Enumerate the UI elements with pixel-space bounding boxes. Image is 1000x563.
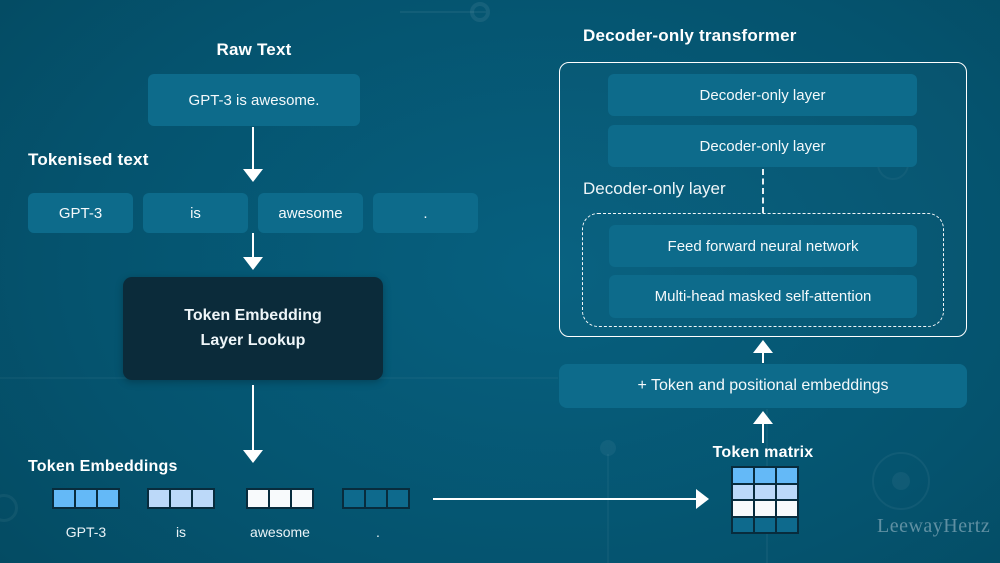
token-box-awesome: awesome (258, 193, 363, 233)
circuit-trace-line (400, 11, 486, 13)
embedding-cell (149, 490, 169, 507)
arrow-up-matrix-to-posbox (753, 411, 773, 443)
embedding-cell (388, 490, 408, 507)
embedding-cell (248, 490, 268, 507)
embedding-cell (270, 490, 290, 507)
token-box-period: . (373, 193, 478, 233)
token-embeddings-heading: Token Embeddings (28, 458, 178, 475)
embedding-cell (777, 468, 797, 483)
decoder-layer-box-2: Decoder-only layer (608, 125, 917, 167)
token-box-gpt3: GPT-3 (28, 193, 133, 233)
embedding-cell (777, 501, 797, 516)
feed-forward-box: Feed forward neural network (609, 225, 917, 267)
tokenised-text-heading: Tokenised text (28, 150, 149, 169)
raw-text-box: GPT-3 is awesome. (148, 74, 360, 126)
embedding-cell (171, 490, 191, 507)
embedding-cell (344, 490, 364, 507)
token-embedding-lookup-box: Token Embedding Layer Lookup (123, 277, 383, 380)
embedding-cell (193, 490, 213, 507)
transformer-container-box (559, 62, 967, 337)
circuit-node-ring (0, 494, 18, 522)
embedding-cell (54, 490, 74, 507)
embedding-row-awesome (246, 488, 314, 509)
embedding-cell (755, 501, 775, 516)
arrow-down-raw-to-tokens (243, 127, 263, 182)
arrow-right-embeddings-to-matrix (433, 489, 709, 509)
embedding-label-gpt3: GPT-3 (65, 524, 107, 540)
dashed-connector-line (762, 169, 764, 213)
arrow-down-lookup-to-embeddings (243, 385, 263, 463)
lookup-box-line2: Layer Lookup (200, 331, 306, 349)
circuit-node-ring (872, 452, 930, 510)
embedding-label-awesome: awesome (250, 524, 310, 540)
decoder-layer-label: Decoder-only layer (583, 179, 726, 198)
embedding-label-period: . (376, 524, 380, 540)
embedding-cell (98, 490, 118, 507)
embedding-cell (755, 484, 775, 499)
embedding-label-is: is (175, 524, 187, 540)
self-attention-box: Multi-head masked self-attention (609, 275, 917, 318)
embedding-cell (733, 517, 753, 532)
decoder-layer-detail-box (582, 213, 944, 327)
embedding-row-is (147, 488, 215, 509)
embedding-cell (76, 490, 96, 507)
embedding-cell (755, 517, 775, 532)
embedding-cell (366, 490, 386, 507)
embedding-cell (733, 484, 753, 499)
decoder-transformer-heading: Decoder-only transformer (583, 26, 797, 45)
embedding-row-period (342, 488, 410, 509)
decoder-layer-box-1: Decoder-only layer (608, 74, 917, 116)
embedding-cell (777, 484, 797, 499)
arrow-up-posbox-to-transformer (753, 340, 773, 363)
embedding-row-gpt3 (52, 488, 120, 509)
circuit-node-dot (600, 440, 616, 456)
embedding-cell (733, 468, 753, 483)
token-matrix-grid (731, 466, 799, 534)
token-matrix-heading: Token matrix (712, 444, 814, 461)
embedding-cell (733, 501, 753, 516)
token-box-is: is (143, 193, 248, 233)
raw-text-heading: Raw Text (216, 40, 292, 59)
circuit-node-ring (470, 2, 490, 22)
arrow-down-tokens-to-lookup (243, 233, 263, 270)
leewayhertz-watermark: LeewayHertz (877, 515, 991, 537)
lookup-box-line1: Token Embedding (184, 306, 322, 324)
positional-embeddings-box: + Token and positional embeddings (559, 364, 967, 408)
embedding-cell (755, 468, 775, 483)
embedding-cell (777, 517, 797, 532)
circuit-node-dot (892, 472, 910, 490)
embedding-cell (292, 490, 312, 507)
